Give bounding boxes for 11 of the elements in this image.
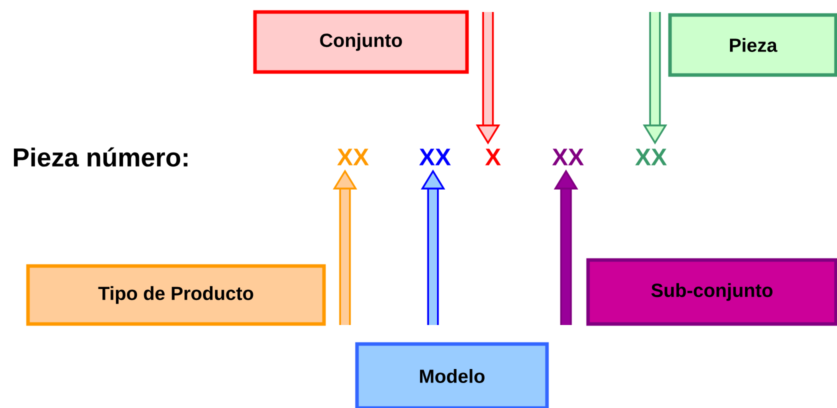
label-box: Sub-conjunto xyxy=(586,258,837,326)
label-box: Tipo de Producto xyxy=(26,264,326,326)
code-digits: XX xyxy=(419,148,451,166)
label-box: Conjunto xyxy=(253,10,469,74)
code-digits: XX xyxy=(552,148,584,166)
code-digits: XX xyxy=(337,148,369,166)
label-box: Pieza xyxy=(668,13,837,77)
label-box: Modelo xyxy=(355,342,549,408)
code-label: Pieza número: xyxy=(14,147,188,167)
code-digits: XX xyxy=(635,148,667,166)
code-digits: X xyxy=(485,148,501,166)
